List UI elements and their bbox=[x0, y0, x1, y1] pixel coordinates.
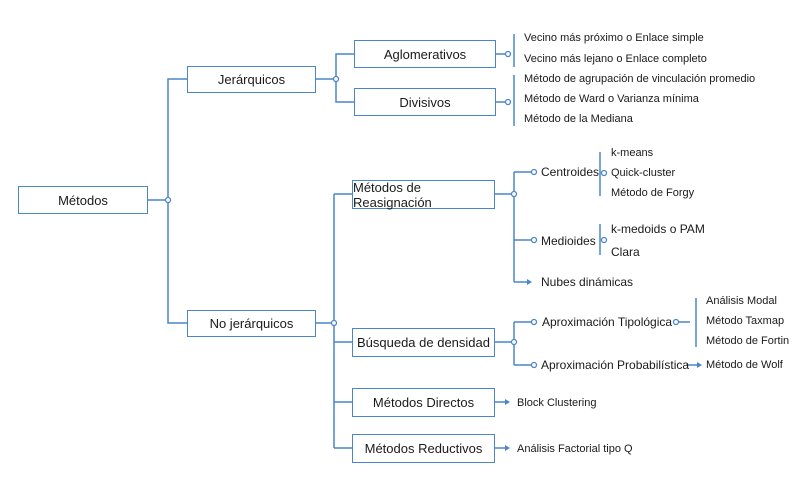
junction-dot bbox=[530, 361, 538, 369]
junction-dot bbox=[530, 236, 538, 244]
leaf-quick-cluster: Quick-cluster bbox=[611, 167, 676, 179]
leaf-ward: Método de Ward o Varianza mínima bbox=[524, 93, 699, 105]
junction-dot bbox=[164, 196, 172, 204]
junction-dot bbox=[530, 318, 538, 326]
node-metodos: Métodos bbox=[18, 186, 148, 214]
junction-dot bbox=[530, 168, 538, 176]
node-reasignacion: Métodos de Reasignación bbox=[352, 180, 495, 210]
connector-5 bbox=[335, 79, 354, 103]
leaf-k-medoids: k-medoids o PAM bbox=[611, 222, 705, 236]
junction-dot bbox=[510, 190, 518, 198]
node-no-jerarquicos: No jerárquicos bbox=[187, 310, 316, 337]
junction-dot bbox=[510, 338, 518, 346]
leaf-vinculacion-promedio: Método de agrupación de vinculación prom… bbox=[524, 73, 756, 85]
leaf-analisis-modal: Análisis Modal bbox=[706, 295, 777, 307]
connector-1 bbox=[167, 78, 187, 200]
leaf-clara: Clara bbox=[611, 245, 640, 259]
leaf-k-means: k-means bbox=[611, 147, 654, 159]
node-aglomerativos: Aglomerativos bbox=[354, 40, 496, 68]
junction-dot bbox=[330, 319, 338, 327]
node-divisivos: Divisivos bbox=[354, 88, 496, 116]
junction-dot bbox=[672, 318, 680, 326]
leaf-wolf: Método de Wolf bbox=[706, 359, 783, 371]
node-jerarquicos: Jerárquicos bbox=[187, 66, 316, 93]
node-medioides: Medioides bbox=[541, 234, 596, 248]
junction-dot bbox=[600, 236, 608, 244]
leaf-mediana: Método de la Mediana bbox=[524, 113, 633, 125]
leaf-taxmap: Método Taxmap bbox=[706, 315, 785, 327]
leaf-fortin: Método de Fortin bbox=[706, 335, 790, 347]
leaf-enlace-completo: Vecino más lejano o Enlace completo bbox=[524, 53, 707, 65]
node-directos: Métodos Directos bbox=[352, 388, 495, 417]
node-probabilistica: Aproximación Probabilística bbox=[541, 358, 690, 372]
node-densidad: Búsqueda de densidad bbox=[352, 328, 495, 357]
node-centroides: Centroides bbox=[541, 165, 600, 179]
leaf-nubes-dinamicas: Nubes dinámicas bbox=[541, 275, 634, 289]
leaf-enlace-simple: Vecino más próximo o Enlace simple bbox=[524, 32, 704, 44]
connector-2 bbox=[167, 200, 187, 324]
leaf-block-clustering: Block Clustering bbox=[517, 397, 597, 409]
arrow-head bbox=[505, 399, 510, 405]
junction-dot bbox=[332, 75, 340, 83]
junction-dot bbox=[504, 98, 512, 106]
leaf-forgy: Método de Forgy bbox=[611, 187, 695, 199]
arrow-head bbox=[527, 279, 532, 285]
junction-dot bbox=[600, 169, 608, 177]
node-reductivos: Métodos Reductivos bbox=[352, 434, 495, 463]
arrow-head bbox=[697, 362, 702, 368]
connector-4 bbox=[335, 53, 354, 79]
junction-dot bbox=[504, 50, 512, 58]
leaf-factorial-q: Análisis Factorial tipo Q bbox=[517, 443, 633, 455]
arrow-head bbox=[505, 445, 510, 451]
node-tipologica: Aproximación Tipológica bbox=[542, 315, 673, 329]
